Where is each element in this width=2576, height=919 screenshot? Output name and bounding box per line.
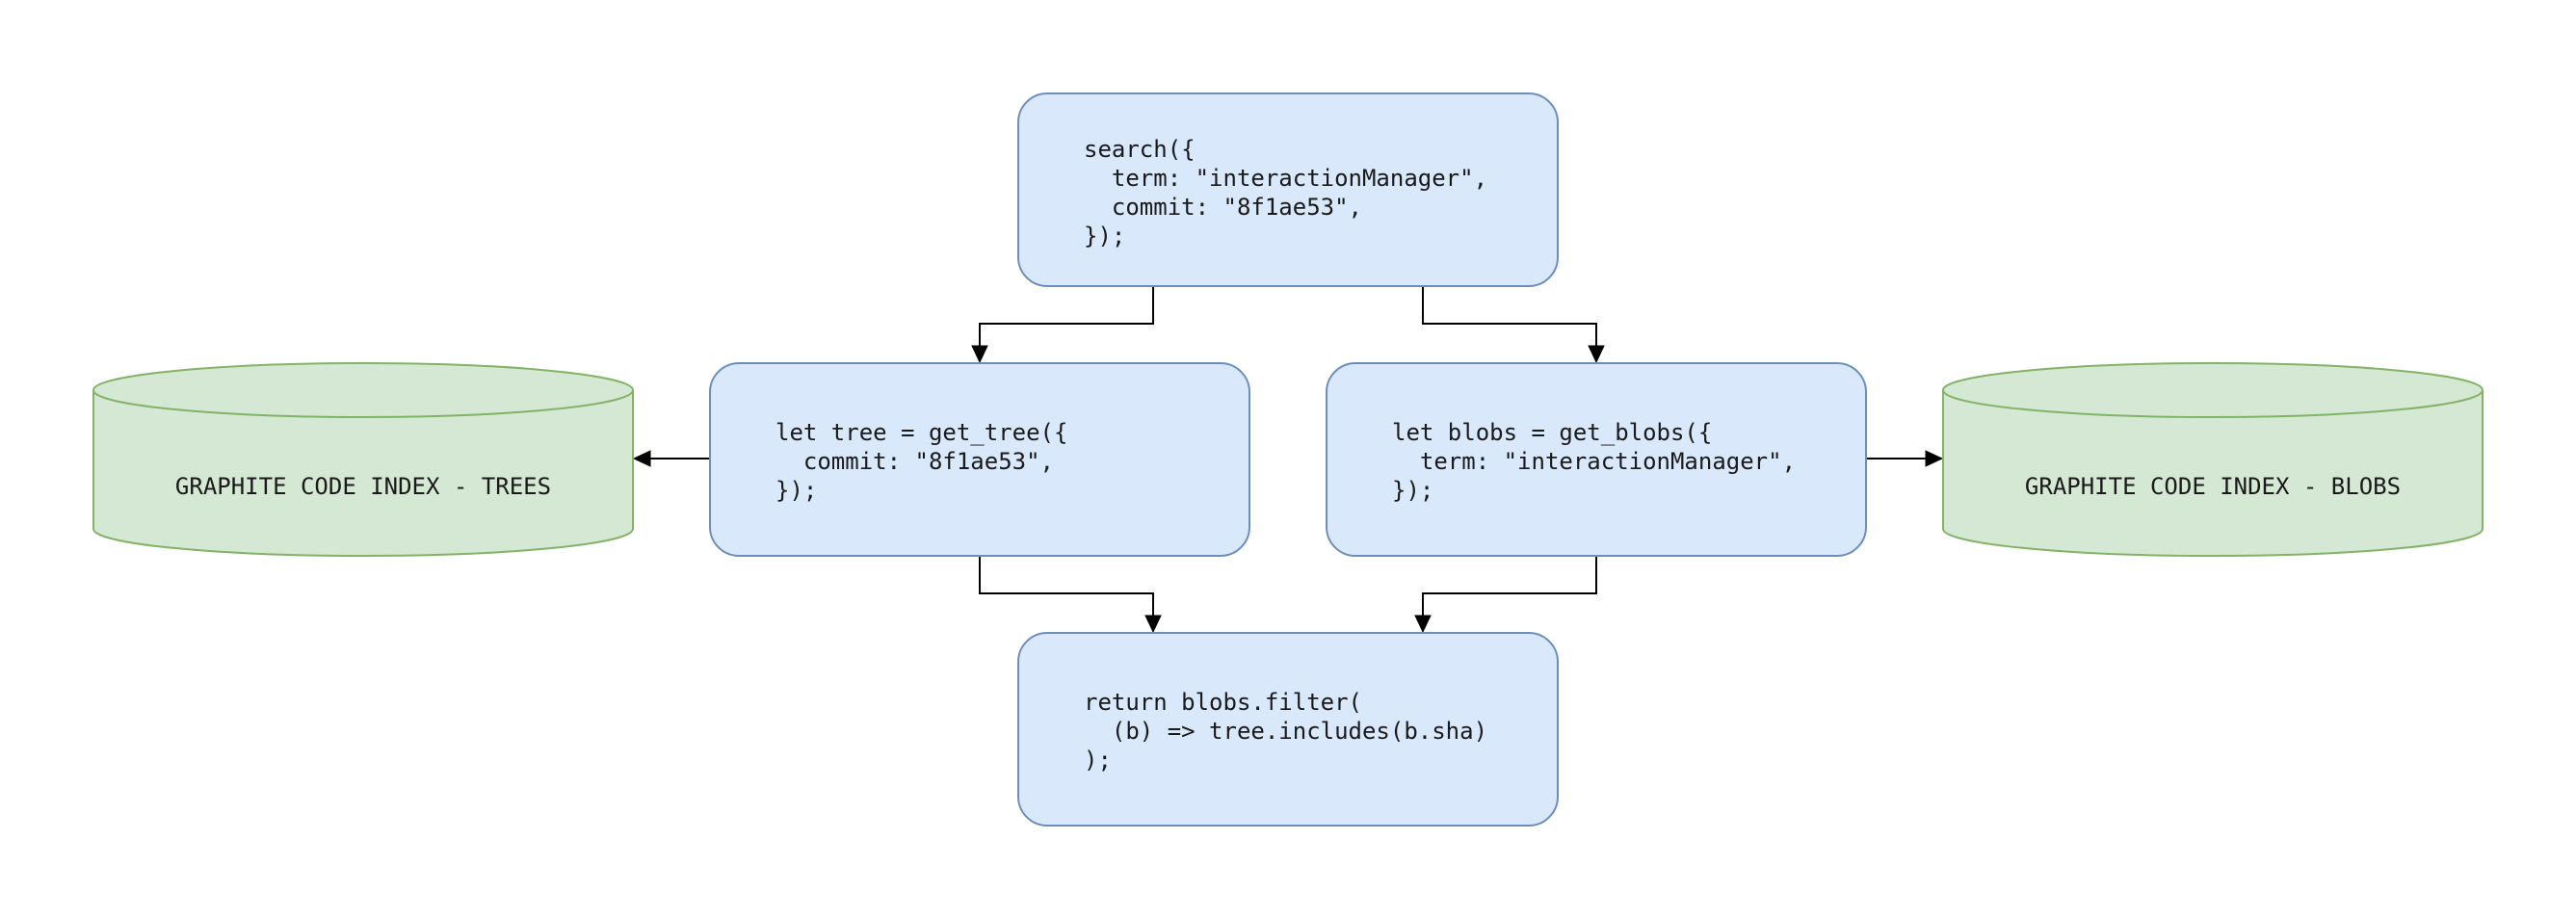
edge-search-to-get-blobs xyxy=(1422,286,1597,350)
result-code-line: return blobs.filter( xyxy=(1084,689,1362,716)
blobs-index-label: GRAPHITE CODE INDEX - BLOBS xyxy=(2025,473,2401,500)
get-tree-code-line: commit: "8f1ae53", xyxy=(775,448,1054,475)
get-blobs-code: let blobs = get_blobs({ term: "interacti… xyxy=(0,0,1893,504)
arrowhead-trees-index xyxy=(632,450,651,467)
result-code-line: ); xyxy=(1084,747,1112,774)
edge-search-to-get-tree xyxy=(979,286,1154,350)
get-tree-code: let tree = get_tree({ commit: "8f1ae53",… xyxy=(0,0,1166,504)
arrowhead-blobs-index xyxy=(1925,450,1944,467)
node-get-blobs: let blobs = get_blobs({ term: "interacti… xyxy=(0,0,1893,557)
trees-index-database-rim xyxy=(92,389,634,418)
arrowhead-get-tree xyxy=(971,345,988,364)
search-code-line: term: "interactionManager", xyxy=(1084,165,1487,192)
result-code: return blobs.filter( (b) => tree.include… xyxy=(1084,689,1487,774)
node-get-tree: let tree = get_tree({ commit: "8f1ae53",… xyxy=(0,0,1250,557)
get-blobs-code-line: term: "interactionManager", xyxy=(1392,448,1796,475)
node-trees-index: GRAPHITE CODE INDEX - TREES xyxy=(92,362,634,557)
get-blobs-box xyxy=(1326,362,1867,557)
arrowhead-get-blobs xyxy=(1588,345,1605,364)
node-search: search({ term: "interactionManager", com… xyxy=(0,0,1585,287)
get-tree-box xyxy=(709,362,1250,557)
result-box xyxy=(1017,632,1559,827)
search-code-line: search({ xyxy=(1084,136,1196,163)
blobs-index-database-rim xyxy=(1942,389,2484,418)
arrowhead-result-left xyxy=(1144,615,1162,634)
search-code-line: commit: "8f1ae53", xyxy=(1084,194,1362,221)
get-blobs-code-line: }); xyxy=(1392,477,1433,504)
search-code: search({ term: "interactionManager", com… xyxy=(0,0,1585,249)
edge-get-blobs-to-result xyxy=(1422,556,1597,619)
node-blobs-index: GRAPHITE CODE INDEX - BLOBS xyxy=(1942,362,2484,557)
arrowhead-result-right xyxy=(1414,615,1432,634)
edge-get-tree-to-result xyxy=(979,556,1154,619)
search-code-line: }); xyxy=(1084,223,1125,249)
get-tree-code-line: }); xyxy=(775,477,817,504)
trees-index-label: GRAPHITE CODE INDEX - TREES xyxy=(175,473,551,500)
result-code-line: (b) => tree.includes(b.sha) xyxy=(1084,718,1487,745)
search-box xyxy=(1017,92,1559,287)
node-result: return blobs.filter( (b) => tree.include… xyxy=(1017,632,1559,827)
edges xyxy=(632,286,1944,634)
get-blobs-code-line: let blobs = get_blobs({ xyxy=(1392,419,1712,446)
get-tree-code-line: let tree = get_tree({ xyxy=(775,419,1067,446)
